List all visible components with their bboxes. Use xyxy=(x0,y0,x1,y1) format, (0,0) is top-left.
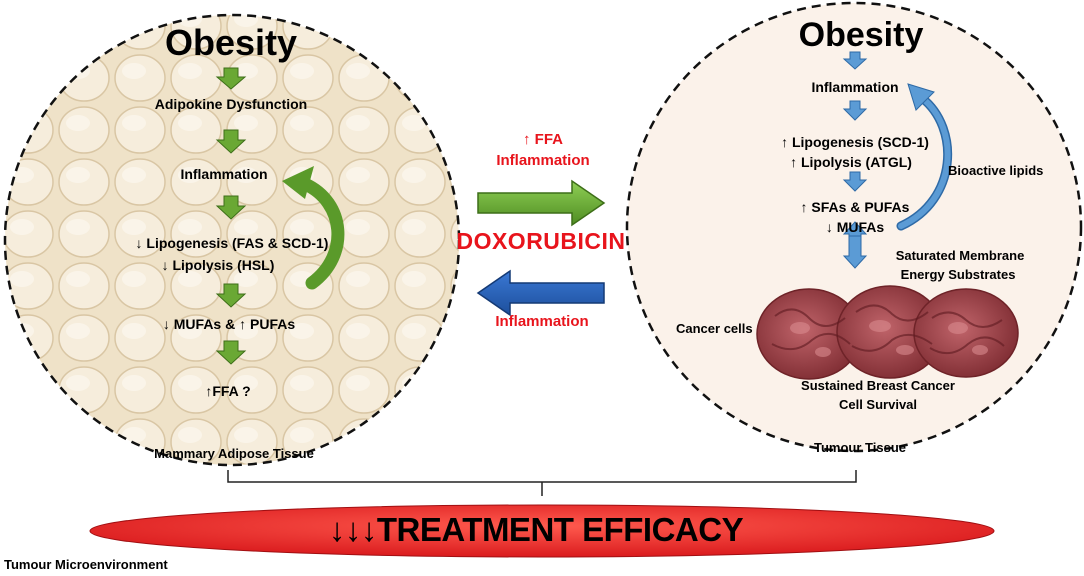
bottom-arrow-label: Inflammation xyxy=(495,313,589,330)
right-title: Obesity xyxy=(798,16,924,54)
drug-label: DOXORUBICIN xyxy=(456,228,626,254)
right-down-arrow-1 xyxy=(842,51,868,70)
left-step-ffa: ↑FFA ? xyxy=(205,383,251,399)
right-step-mufas: ↓ MUFAs xyxy=(825,219,885,235)
right-step-lipogenesis: ↑ Lipogenesis (SCD-1) xyxy=(781,134,929,150)
cancer-cells-cluster xyxy=(756,285,1019,380)
left-step-lipolysis: ↓ Lipolysis (HSL) xyxy=(161,257,275,273)
left-step-lipogenesis: ↓ Lipogenesis (FAS & SCD-1) xyxy=(135,235,329,251)
left-caption: Mammary Adipose Tissue xyxy=(154,446,314,461)
bracket xyxy=(227,470,857,496)
right-step-inflammation: Inflammation xyxy=(811,79,899,95)
green-right-arrow xyxy=(477,179,606,227)
tumour-microenvironment-label: Tumour Microenvironment xyxy=(4,557,168,572)
right-step-sfas: ↑ SFAs & PUFAs xyxy=(800,199,910,215)
cancer-cell-3 xyxy=(913,288,1019,378)
left-step-adipokine: Adipokine Dysfunction xyxy=(154,96,308,112)
bioactive-lipids-label: Bioactive lipids xyxy=(948,163,1044,178)
left-down-arrow-5 xyxy=(215,340,247,365)
left-flow-arrows xyxy=(215,67,247,365)
left-down-arrow-1 xyxy=(215,67,247,90)
adipose-tissue-circle xyxy=(3,13,461,467)
top-arrow-label-ffa: ↑ FFA xyxy=(523,131,563,148)
energy-substrates-label: Energy Substrates xyxy=(900,267,1016,282)
left-step-mufas: ↓ MUFAs & ↑ PUFAs xyxy=(162,316,296,332)
left-step-inflammation: Inflammation xyxy=(180,166,268,182)
right-step-lipolysis: ↑ Lipolysis (ATGL) xyxy=(790,154,912,170)
right-down-arrow-2 xyxy=(842,100,868,121)
survival-line-1: Sustained Breast Cancer xyxy=(801,378,955,393)
treatment-efficacy-banner xyxy=(89,504,995,558)
treatment-efficacy-text: ↓↓↓TREATMENT EFFICACY xyxy=(328,511,744,548)
saturated-membrane-label: Saturated Membrane xyxy=(895,248,1025,263)
top-arrow-label-inflammation: Inflammation xyxy=(496,152,590,169)
left-down-arrow-2 xyxy=(215,129,247,154)
right-double-arrow xyxy=(842,221,868,269)
blue-left-arrow xyxy=(476,269,605,317)
right-flow-arrows xyxy=(842,51,868,269)
cancer-cells-label: Cancer cells xyxy=(676,321,753,336)
left-feedback-arrow xyxy=(282,166,345,290)
right-caption: Tumour Tissue xyxy=(814,440,906,455)
survival-line-2: Cell Survival xyxy=(838,397,918,412)
left-down-arrow-3 xyxy=(215,195,247,220)
right-feedback-arrow xyxy=(896,83,953,231)
right-down-arrow-3 xyxy=(842,171,868,192)
left-title: Obesity xyxy=(164,22,298,63)
left-down-arrow-4 xyxy=(215,283,247,308)
